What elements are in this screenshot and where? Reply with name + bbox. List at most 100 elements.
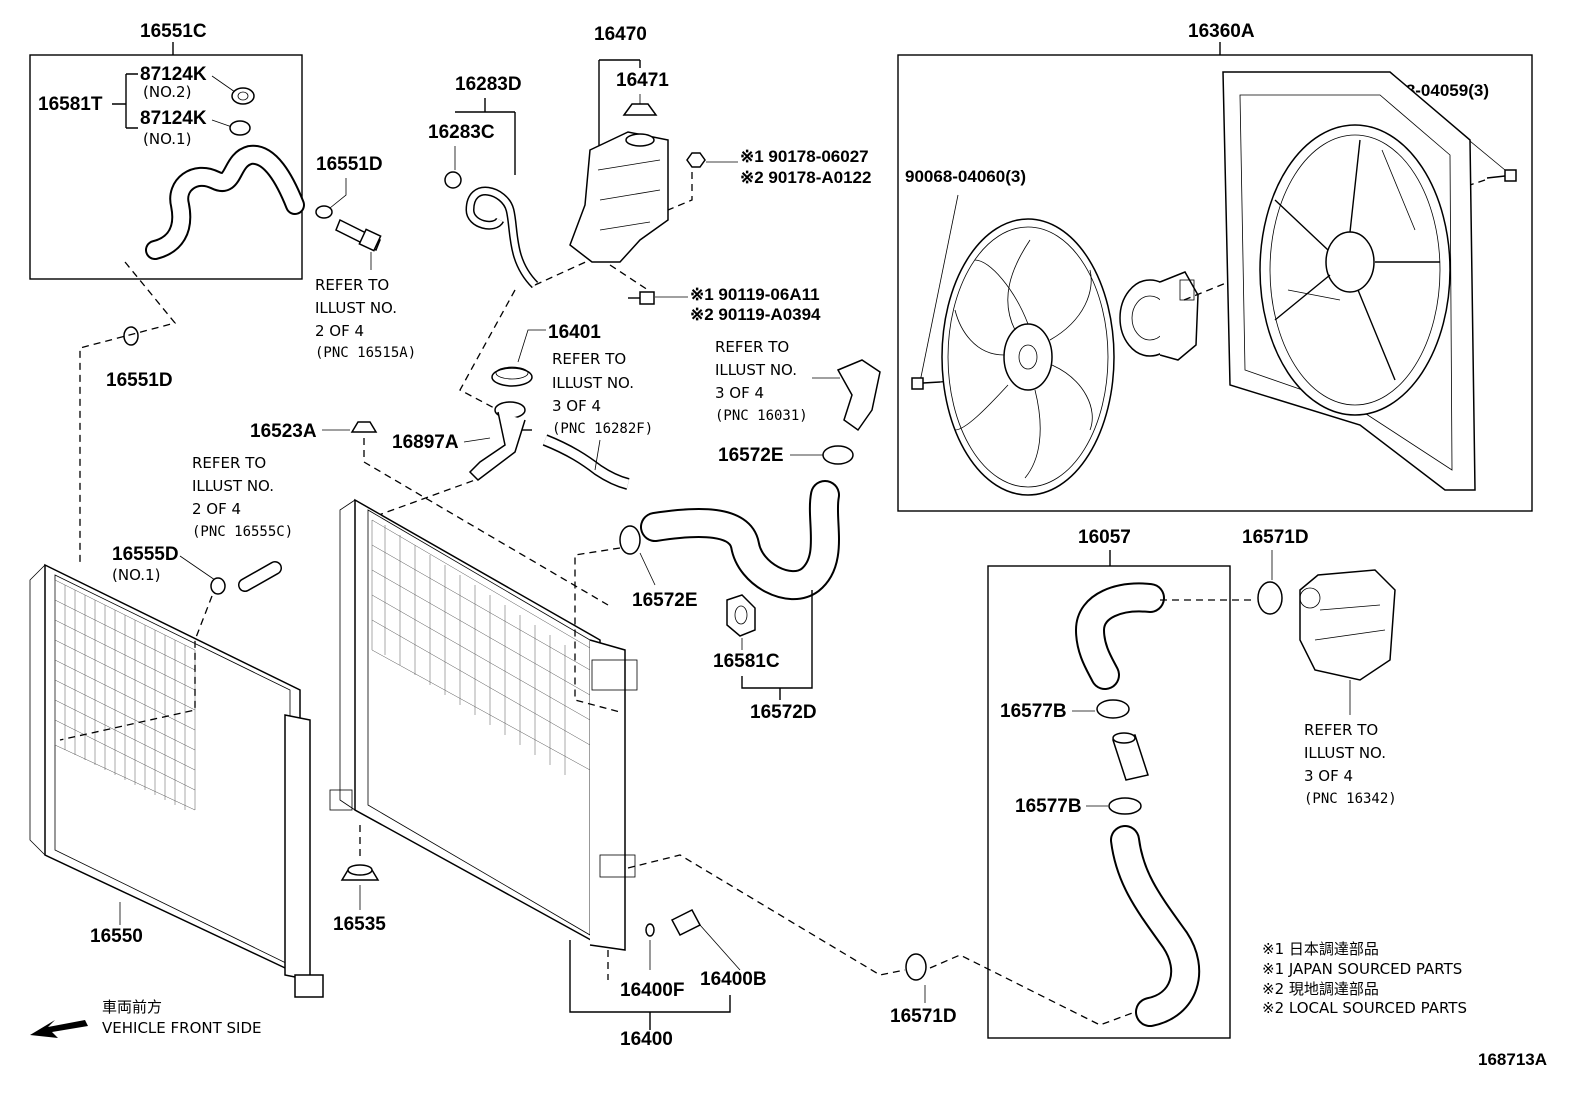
hose-16282F xyxy=(542,434,630,490)
label-no1-a: (NO.1) xyxy=(143,130,191,148)
label-no1-b: (NO.1) xyxy=(112,566,160,584)
overflow-hose xyxy=(465,186,539,289)
hose-16057-box xyxy=(987,565,1231,1039)
condenser-16550 xyxy=(29,563,324,998)
fan-motor xyxy=(1119,271,1199,361)
coolant-reservoir xyxy=(569,131,669,263)
label-16283C: 16283C xyxy=(428,122,495,143)
clamp-16572E-lower xyxy=(619,525,641,555)
hose-16057-lower xyxy=(1110,825,1201,1027)
ref4-l2: ILLUST NO. xyxy=(192,477,274,495)
label-16581C: 16581C xyxy=(713,651,780,672)
ref2-l3: 3 OF 4 xyxy=(552,397,601,415)
drain-plug-16400B xyxy=(670,909,702,936)
clamp-16551D-lower xyxy=(123,326,139,346)
front-en: VEHICLE FRONT SIDE xyxy=(102,1019,262,1037)
label-16551D-lower: 16551D xyxy=(106,370,173,391)
label-16571D-upper: 16571D xyxy=(1242,527,1309,548)
legend-line3: ※2 現地調達部品 xyxy=(1262,980,1379,998)
filler-neck-16897A xyxy=(468,401,532,481)
clamp-16551D-upper xyxy=(315,205,333,219)
label-16572E-lower: 16572E xyxy=(632,590,698,611)
ref1-l1: REFER TO xyxy=(315,276,389,294)
ref1-l3: 2 OF 4 xyxy=(315,322,364,340)
diagram-code: 168713A xyxy=(1478,1050,1547,1069)
o-ring-16400F xyxy=(645,923,655,937)
label-16550: 16550 xyxy=(90,926,143,947)
ref3-pnc: (PNC 16031) xyxy=(715,408,808,424)
front-jp: 車両前方 xyxy=(102,998,162,1016)
clamp-87124K-no2 xyxy=(231,87,255,105)
clamp-16577B-upper xyxy=(1096,699,1130,719)
clamp-87124K-no1 xyxy=(229,120,251,136)
drain-fitting xyxy=(335,218,382,252)
clamp-16577B-lower xyxy=(1108,797,1142,815)
water-outlet-16031 xyxy=(836,359,881,432)
label-no2: (NO.2) xyxy=(143,83,191,101)
hose-16057-upper xyxy=(1074,582,1165,690)
label-16400: 16400 xyxy=(620,1029,673,1050)
front-arrow-icon xyxy=(30,1020,88,1038)
radiator-16400 xyxy=(329,498,638,951)
reservoir-cap xyxy=(622,103,658,116)
label-16581T: 16581T xyxy=(38,94,103,115)
bolt-90119 xyxy=(628,291,655,305)
label-16555D: 16555D xyxy=(112,544,179,565)
clamp-16572E-upper xyxy=(822,445,854,465)
label-16470: 16470 xyxy=(594,24,647,45)
label-16577B-lower: 16577B xyxy=(1015,796,1082,817)
label-16577B-upper: 16577B xyxy=(1000,701,1067,722)
ref1-l2: ILLUST NO. xyxy=(315,299,397,317)
label-x1-90119: ※1 90119-06A11 xyxy=(690,285,820,304)
label-87124K-no1: 87124K xyxy=(140,108,207,129)
label-87124K-no2: 87124K xyxy=(140,64,207,85)
label-16400B: 16400B xyxy=(700,969,767,990)
label-x2-90119: ※2 90119-A0394 xyxy=(690,305,821,324)
ref5-l2: ILLUST NO. xyxy=(1304,744,1386,762)
label-16572D: 16572D xyxy=(750,702,817,723)
label-16551C: 16551C xyxy=(140,21,207,42)
water-inlet-16342 xyxy=(1299,569,1396,681)
legend-line4: ※2 LOCAL SOURCED PARTS xyxy=(1262,999,1467,1017)
filler-cap-16401 xyxy=(491,366,533,387)
gasket-16581C xyxy=(726,594,756,637)
legend-line2: ※1 JAPAN SOURCED PARTS xyxy=(1262,960,1462,978)
label-90068-04060: 90068-04060(3) xyxy=(905,167,1026,186)
ref3-l3: 3 OF 4 xyxy=(715,384,764,402)
label-16057: 16057 xyxy=(1078,527,1131,548)
clamp-16571D-lower xyxy=(905,953,927,981)
label-x1-90178: ※1 90178-06027 xyxy=(740,147,869,166)
screw-90068-04059 xyxy=(1486,169,1517,182)
legend-line1: ※1 日本調達部品 xyxy=(1262,940,1379,958)
ref4-l3: 2 OF 4 xyxy=(192,500,241,518)
label-16401: 16401 xyxy=(548,322,601,343)
ref2-l2: ILLUST NO. xyxy=(552,374,634,392)
ref1-pnc: (PNC 16515A) xyxy=(315,345,416,361)
label-16400F: 16400F xyxy=(620,980,684,1001)
label-16535: 16535 xyxy=(333,914,386,935)
fan-assembly-box xyxy=(897,54,1533,512)
nut-90178 xyxy=(686,152,706,168)
clip-16283C xyxy=(444,171,462,189)
clamp-16571D-upper xyxy=(1257,581,1283,615)
cooling-fan-blade xyxy=(941,218,1115,496)
hose-16555C xyxy=(238,561,282,592)
ref4-l1: REFER TO xyxy=(192,454,266,472)
label-16571D-lower: 16571D xyxy=(890,1006,957,1027)
ref4-pnc: (PNC 16555C) xyxy=(192,524,293,540)
pipe-joint xyxy=(1112,732,1149,781)
fan-shroud xyxy=(1222,71,1476,491)
ref5-pnc: (PNC 16342) xyxy=(1304,791,1397,807)
label-16523A: 16523A xyxy=(250,421,317,442)
ref3-l1: REFER TO xyxy=(715,338,789,356)
clamp-16555D xyxy=(210,577,226,595)
label-16283D: 16283D xyxy=(455,74,522,95)
screw-90068-04060 xyxy=(911,377,941,390)
ref5-l3: 3 OF 4 xyxy=(1304,767,1353,785)
label-16360A: 16360A xyxy=(1188,21,1255,42)
label-x2-90178: ※2 90178-A0122 xyxy=(740,168,871,187)
label-16897A: 16897A xyxy=(392,432,459,453)
ref2-pnc: (PNC 16282F) xyxy=(552,421,653,437)
hose-kit-box xyxy=(29,54,303,280)
